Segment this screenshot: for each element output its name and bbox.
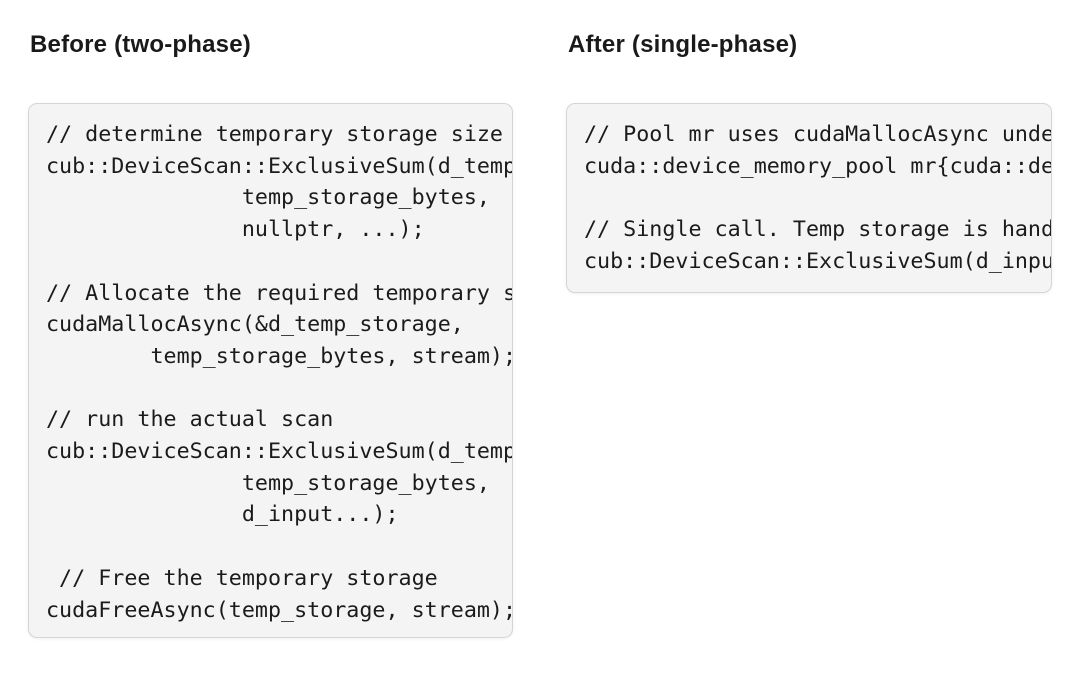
before-code-text: // determine temporary storage size cub:… <box>46 122 513 623</box>
after-code-text: // Pool mr uses cudaMallocAsync under cu… <box>584 122 1052 274</box>
after-heading: After (single-phase) <box>568 31 798 58</box>
after-code-block: // Pool mr uses cudaMallocAsync under cu… <box>566 103 1052 293</box>
before-heading: Before (two-phase) <box>30 31 251 58</box>
before-code-block: // determine temporary storage size cub:… <box>28 103 513 638</box>
